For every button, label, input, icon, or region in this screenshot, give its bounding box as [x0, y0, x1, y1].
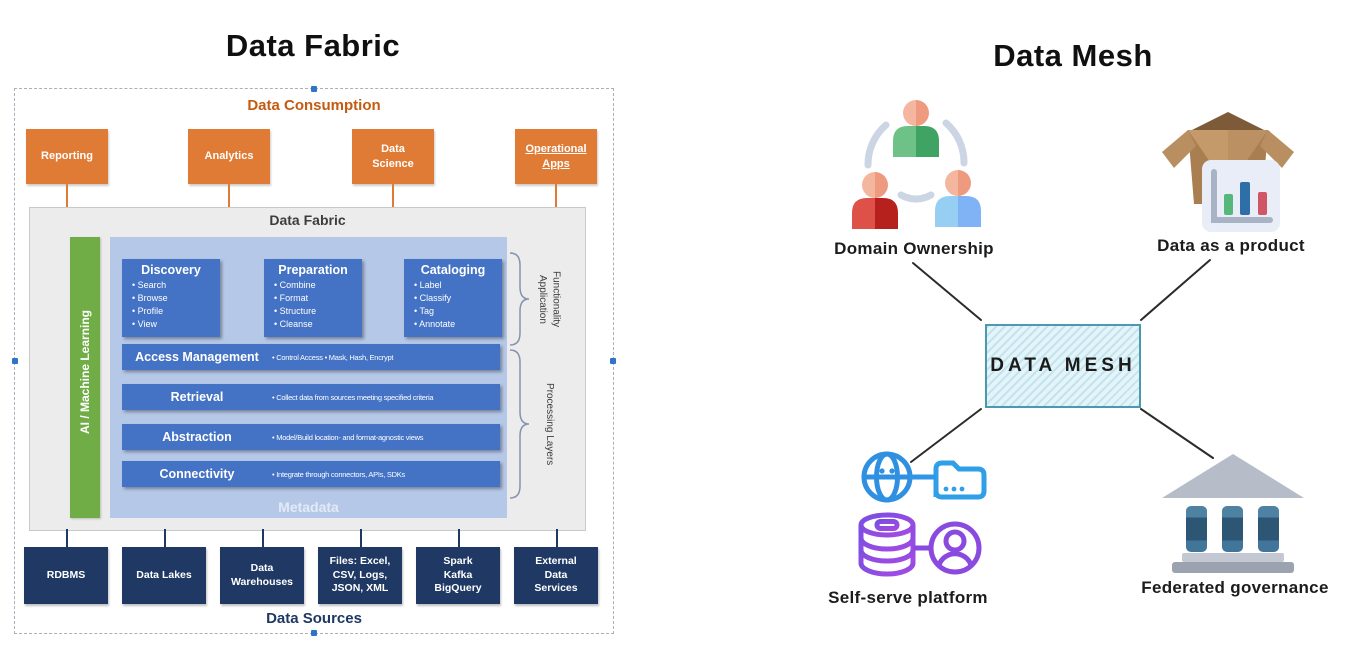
list-item: Browse — [132, 292, 220, 305]
processing-layers-label: Processing Layers — [543, 382, 555, 466]
layer-desc: • Control Access • Mask, Hash, Encrypt — [272, 352, 394, 362]
consumption-box-analytics: Analytics — [188, 129, 270, 184]
data-sources-label: Data Sources — [266, 610, 362, 627]
layer-desc: • Integrate through connectors, APIs, SD… — [272, 469, 406, 479]
consumption-box-reporting: Reporting — [26, 129, 108, 184]
metadata-label: Metadata — [278, 499, 339, 515]
layer-desc: • Model/Build location- and format-agnos… — [272, 432, 424, 442]
node-label-data-as-a-product: Data as a product — [1157, 236, 1305, 255]
layer-title: Connectivity — [159, 467, 235, 481]
connector-data-lakes — [164, 529, 166, 547]
node-label-domain-ownership: Domain Ownership — [834, 239, 994, 258]
selection-handle-left[interactable] — [12, 358, 18, 364]
metadata-panel: Discovery Search Browse Profile View Pre… — [110, 237, 507, 518]
data-mesh-title: Data Mesh — [993, 38, 1153, 73]
platform-globe-database-icon — [858, 451, 987, 577]
list-item: View — [132, 318, 220, 331]
data-mesh-center-box: DATA MESH — [985, 324, 1141, 408]
selection-handle-bottom[interactable] — [311, 630, 317, 636]
data-fabric-title: Data Fabric — [225, 28, 401, 63]
layer-title: Abstraction — [162, 430, 232, 444]
team-network-icon — [852, 100, 981, 229]
data-fabric-container: Data Fabric AI / Machine Learning Discov… — [29, 207, 586, 531]
function-box-items: Label Classify Tag Annotate — [404, 279, 502, 331]
application-functionality-label: Application Functionality — [537, 270, 562, 328]
layer-row-access-management: Access Management • Control Access • Mas… — [122, 344, 500, 370]
layer-title: Retrieval — [170, 390, 224, 404]
list-item: Structure — [274, 305, 362, 318]
function-box-title: Cataloging — [420, 263, 486, 277]
function-box-items: Combine Format Structure Cleanse — [264, 279, 362, 331]
node-label-federated-governance: Federated governance — [1141, 578, 1329, 597]
function-box-title: Preparation — [278, 263, 348, 277]
brace-application-functionality-icon — [509, 252, 530, 346]
function-box-title: Discovery — [141, 263, 201, 277]
brace-icons — [509, 252, 530, 499]
governance-bank-icon — [1162, 454, 1304, 573]
connector-data-warehouses — [262, 529, 264, 547]
function-box-preparation: Preparation Combine Format Structure Cle… — [264, 259, 362, 337]
connector-spark — [458, 529, 460, 547]
list-item: Format — [274, 292, 362, 305]
function-box-cataloging: Cataloging Label Classify Tag Annotate — [404, 259, 502, 337]
data-consumption-label: Data Consumption — [247, 97, 381, 114]
connector-external — [556, 529, 558, 547]
layer-title: Access Management — [135, 350, 259, 364]
layer-row-abstraction: Abstraction • Model/Build location- and … — [122, 424, 500, 450]
layer-row-connectivity: Connectivity • Integrate through connect… — [122, 461, 500, 487]
source-box-external-data-services: External Data Services — [514, 547, 598, 604]
consumption-box-operational-apps: Operational Apps — [515, 129, 597, 184]
list-item: Label — [414, 279, 502, 292]
layer-desc: • Collect data from sources meeting spec… — [272, 392, 434, 402]
source-box-spark-kafka-bigquery: Spark Kafka BigQuery — [416, 547, 500, 604]
connector-operational-apps — [555, 184, 557, 207]
list-item: Combine — [274, 279, 362, 292]
list-item: Tag — [414, 305, 502, 318]
layer-row-retrieval: Retrieval • Collect data from sources me… — [122, 384, 500, 410]
data-fabric-inner-label: Data Fabric — [269, 212, 346, 228]
source-box-rdbms: RDBMS — [24, 547, 108, 604]
connector-data-science — [392, 184, 394, 207]
connector-rdbms — [66, 529, 68, 547]
function-box-items: Search Browse Profile View — [122, 279, 220, 331]
selection-frame: Data Consumption Reporting Analytics Dat… — [12, 86, 616, 636]
list-item: Search — [132, 279, 220, 292]
source-box-data-warehouses: Data Warehouses — [220, 547, 304, 604]
source-box-files: Files: Excel, CSV, Logs, JSON, XML — [318, 547, 402, 604]
connector-reporting — [66, 184, 68, 207]
selection-handle-right[interactable] — [610, 358, 616, 364]
selection-handle-top[interactable] — [311, 86, 317, 92]
list-item: Profile — [132, 305, 220, 318]
consumption-box-data-science: Data Science — [352, 129, 434, 184]
connector-files — [360, 529, 362, 547]
node-label-self-serve-platform: Self-serve platform — [828, 588, 988, 607]
connector-analytics — [228, 184, 230, 207]
list-item: Annotate — [414, 318, 502, 331]
ai-machine-learning-bar: AI / Machine Learning — [70, 237, 100, 518]
brace-processing-layers-icon — [509, 349, 530, 499]
source-box-data-lakes: Data Lakes — [122, 547, 206, 604]
ai-machine-learning-label: AI / Machine Learning — [78, 309, 92, 435]
package-chart-icon — [1162, 112, 1294, 232]
data-mesh-center-label: DATA MESH — [990, 355, 1136, 376]
function-box-discovery: Discovery Search Browse Profile View — [122, 259, 220, 337]
list-item: Classify — [414, 292, 502, 305]
list-item: Cleanse — [274, 318, 362, 331]
